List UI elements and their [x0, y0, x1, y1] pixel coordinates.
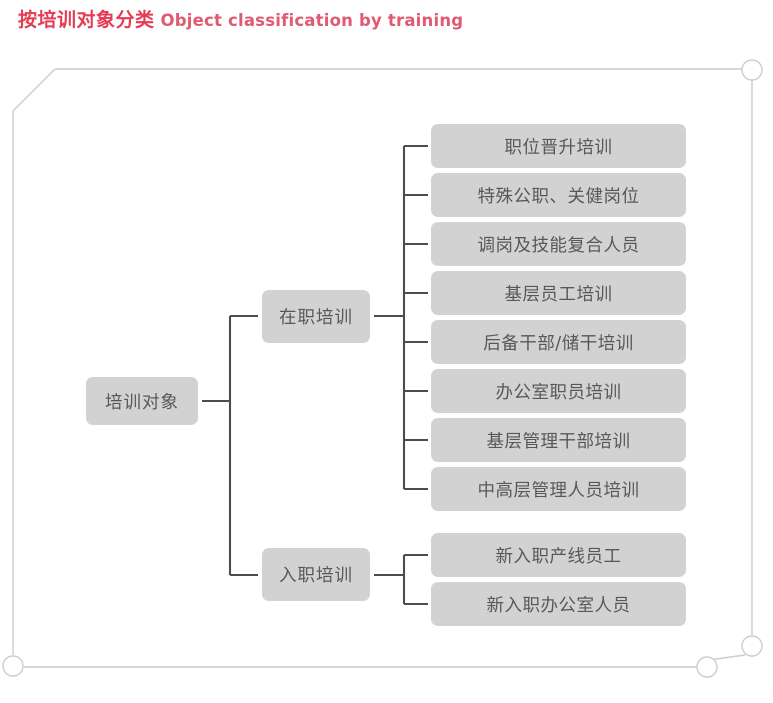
tree-leaf-zaizhi-1[interactable]: 职位晋升培训	[431, 124, 686, 168]
tree-leaf-ruzhi-1[interactable]: 新入职产线员工	[431, 533, 686, 577]
tree-leaf-zaizhi-7[interactable]: 基层管理干部培训	[431, 418, 686, 462]
tree-leaf-zaizhi-3[interactable]: 调岗及技能复合人员	[431, 222, 686, 266]
page-title-chinese: 按培训对象分类	[18, 9, 155, 31]
tree-leaf-zaizhi-2[interactable]: 特殊公职、关健岗位	[431, 173, 686, 217]
tree-leaf-zaizhi-5[interactable]: 后备干部/储干培训	[431, 320, 686, 364]
tree-leaf-zaizhi-4[interactable]: 基层员工培训	[431, 271, 686, 315]
tree-node-root[interactable]: 培训对象	[86, 377, 198, 425]
tree-leaf-zaizhi-6[interactable]: 办公室职员培训	[431, 369, 686, 413]
tree-node-branch-ruzhi[interactable]: 入职培训	[262, 548, 370, 601]
page-title-english: Object classification by training	[160, 11, 464, 30]
tree-leaf-zaizhi-8[interactable]: 中高层管理人员培训	[431, 467, 686, 511]
tree-leaf-ruzhi-2[interactable]: 新入职办公室人员	[431, 582, 686, 626]
tree-node-branch-zaizhi[interactable]: 在职培训	[262, 290, 370, 343]
page-title: 按培训对象分类 Object classification by training	[18, 11, 463, 30]
